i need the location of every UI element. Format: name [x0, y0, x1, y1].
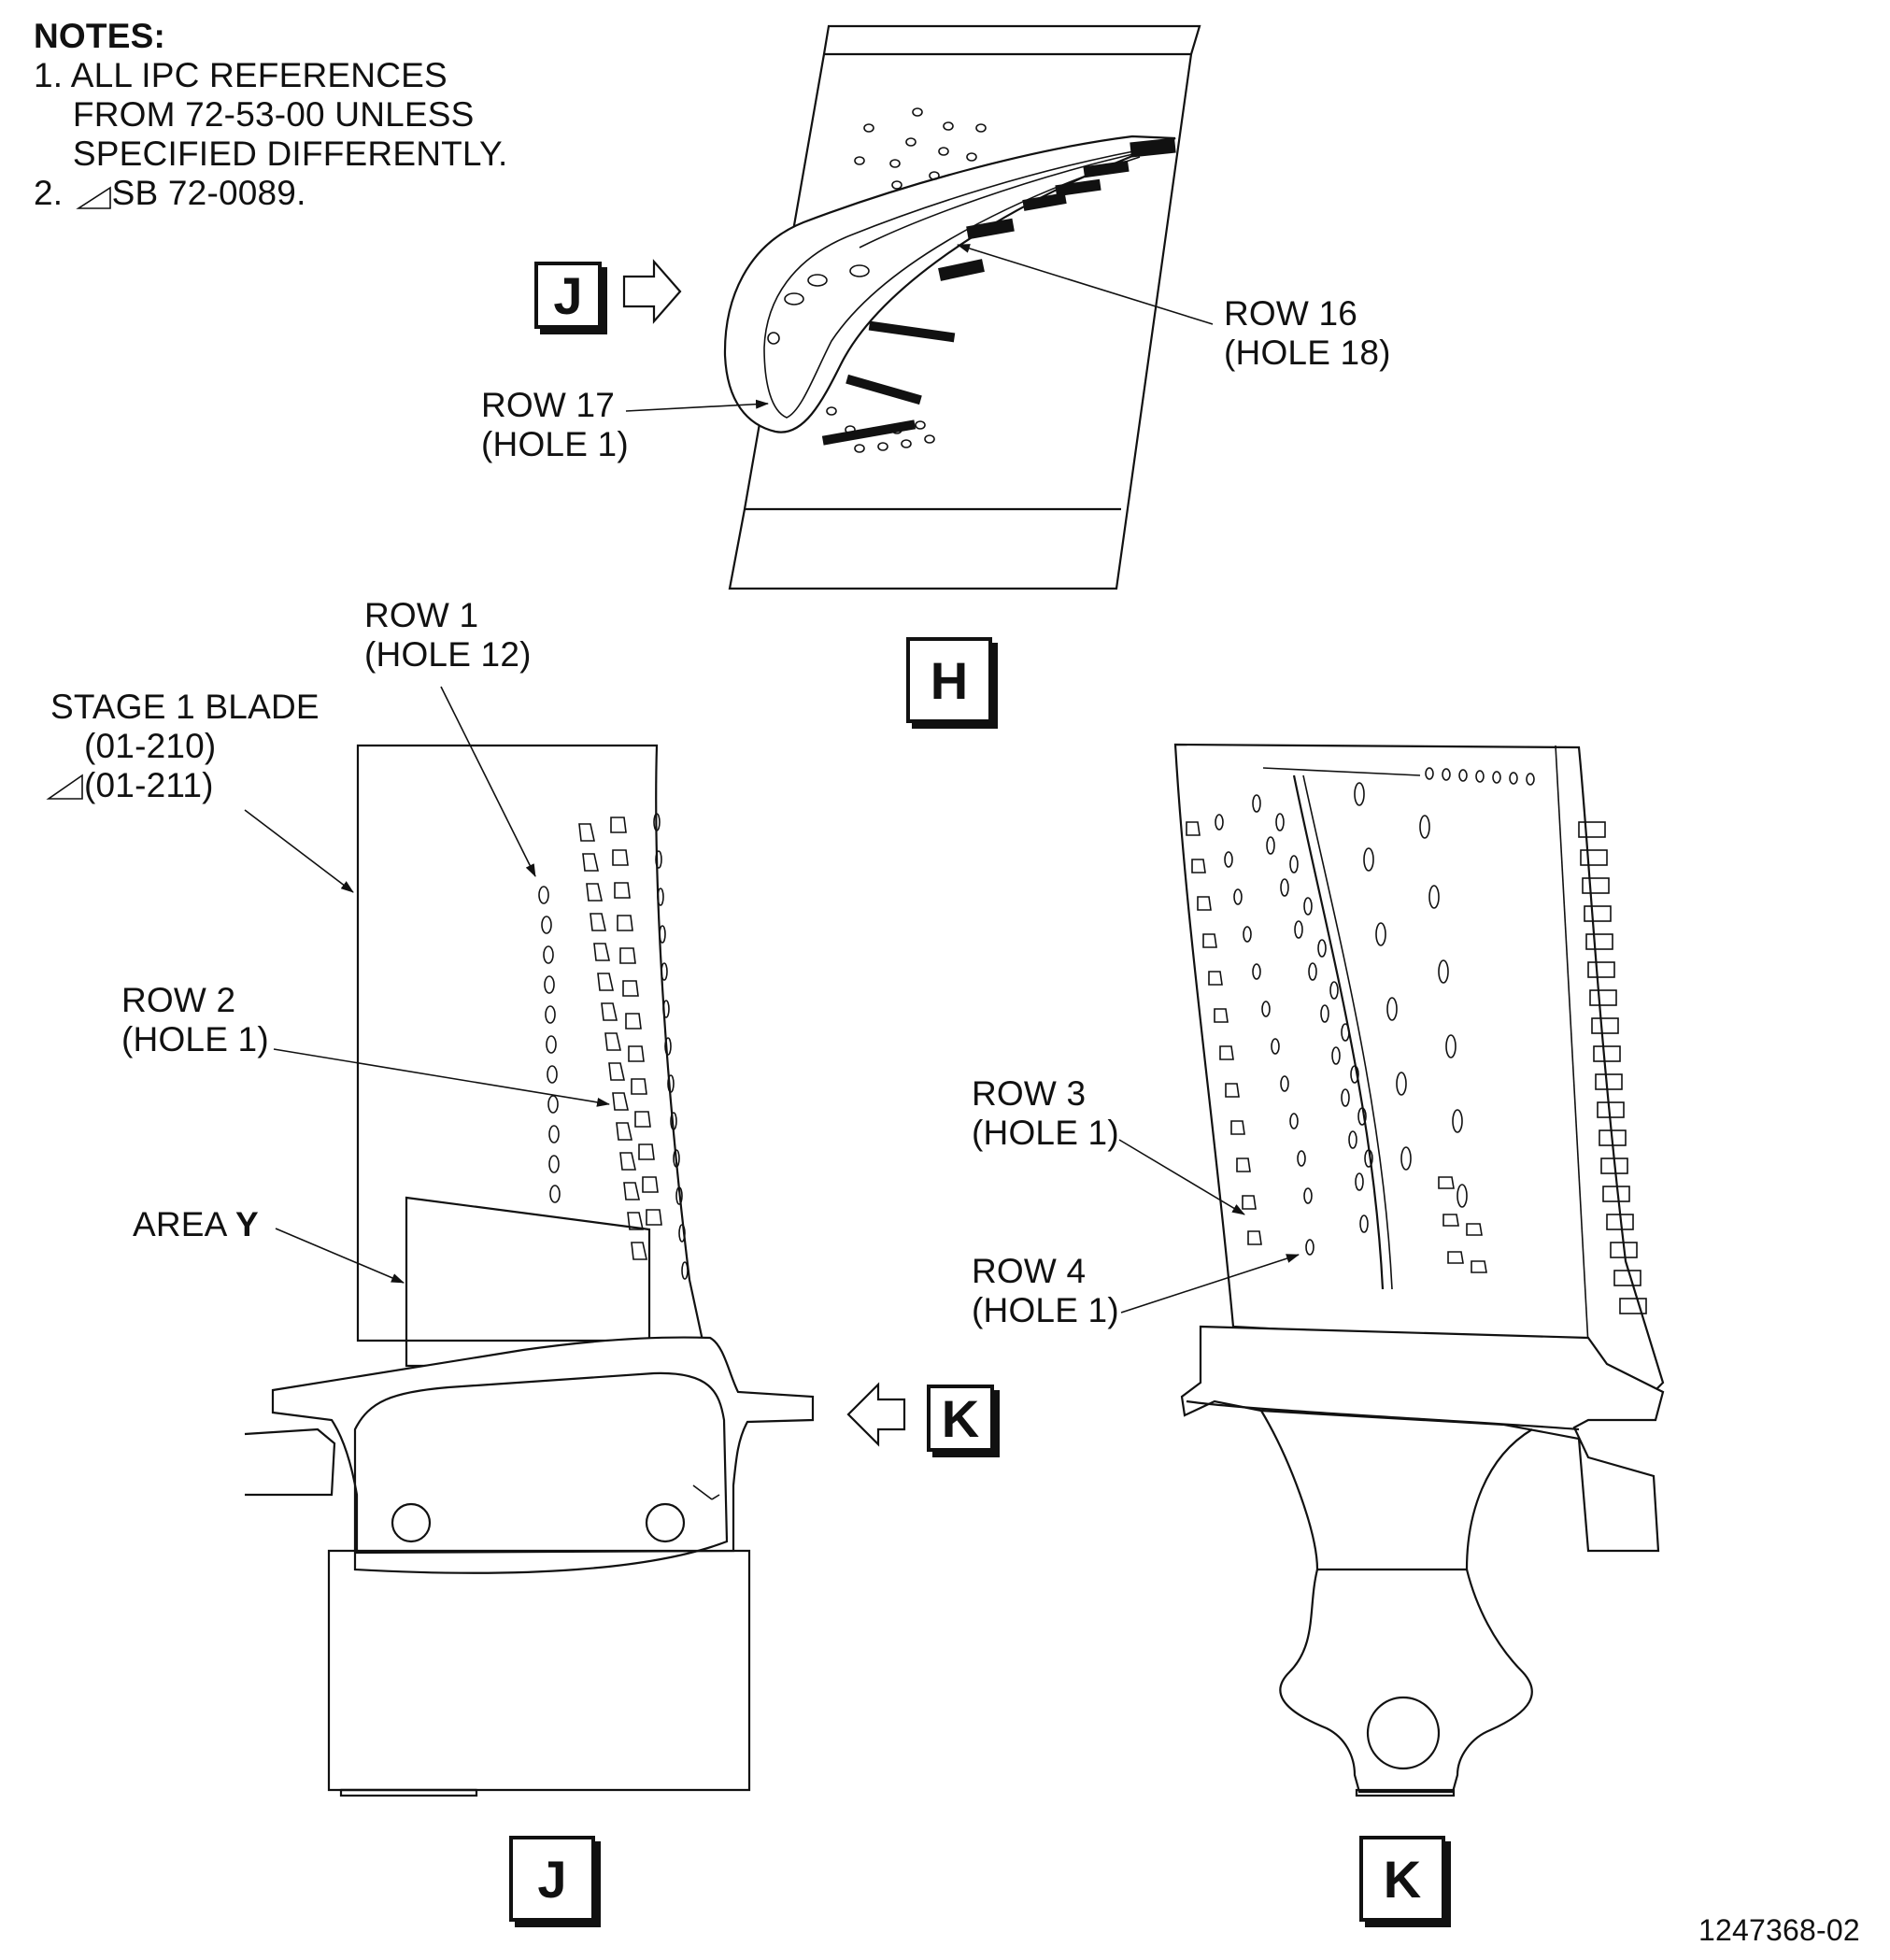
view-j-reference-box: J	[534, 262, 602, 329]
tip-holes	[1425, 767, 1535, 786]
row-3-hole-label: (HOLE 1)	[972, 1114, 1119, 1152]
view-h-holes	[767, 107, 987, 453]
part-number-2: (01-211)	[84, 766, 214, 804]
notes-title: NOTES:	[34, 17, 165, 55]
row-1-hole-label: (HOLE 12)	[364, 635, 532, 674]
view-h-label-box: H	[906, 637, 992, 723]
view-j-label-box: J	[509, 1836, 595, 1922]
row-4-label: ROW 4	[972, 1252, 1087, 1290]
fir-tree-hole	[1366, 1696, 1441, 1770]
row-4-holes	[1215, 814, 1314, 1256]
mid-holes	[1252, 794, 1373, 1233]
row-17-label: ROW 17	[481, 386, 616, 424]
shank-hole-right	[645, 1502, 686, 1543]
view-k-blade	[1118, 743, 1665, 1797]
notes-line-1: 1. ALL IPC REFERENCES	[34, 56, 448, 94]
view-direction-arrow-icon	[622, 259, 682, 324]
suction-side-holes	[1354, 782, 1487, 1273]
view-h-blade-section	[622, 24, 1214, 590]
figure-number: 1247368-02	[1698, 1913, 1860, 1947]
row-2b-holes	[610, 817, 662, 1226]
area-letter: Y	[235, 1205, 259, 1243]
stage-blade-label: STAGE 1 BLADE	[50, 688, 320, 726]
area-y-label: AREA Y	[133, 1205, 259, 1244]
row-2-holes	[578, 823, 647, 1260]
revision-triangle-icon	[76, 186, 111, 209]
revision-triangle-icon	[46, 774, 83, 800]
row-16-label: ROW 16	[1224, 294, 1358, 333]
view-k-label-box: K	[1359, 1836, 1445, 1922]
notes-line-3: SPECIFIED DIFFERENTLY.	[34, 135, 508, 173]
row-3-label: ROW 3	[972, 1074, 1087, 1113]
notes-line-2: FROM 72-53-00 UNLESS	[34, 95, 475, 134]
row-2-hole-label: (HOLE 1)	[121, 1020, 269, 1058]
part-number-1: (01-210)	[84, 727, 217, 765]
row-17-hole-label: (HOLE 1)	[481, 425, 629, 463]
view-j-blade	[46, 686, 906, 1797]
trailing-edge-holes	[653, 813, 689, 1280]
trailing-edge-slots	[1578, 821, 1647, 1314]
row-4-hole-label: (HOLE 1)	[972, 1291, 1119, 1329]
area-label-text: AREA	[133, 1205, 235, 1243]
row-1-label: ROW 1	[364, 596, 479, 634]
view-direction-arrow-icon	[846, 1382, 906, 1447]
row-1-holes	[538, 886, 561, 1203]
shank-hole-left	[391, 1502, 432, 1543]
row-3-holes	[1186, 821, 1262, 1245]
view-k-reference-box: K	[927, 1385, 994, 1452]
notes-line-4: 2. SB 72-0089.	[34, 174, 306, 212]
row-2-label: ROW 2	[121, 981, 236, 1019]
row-16-hole-label: (HOLE 18)	[1224, 334, 1391, 372]
